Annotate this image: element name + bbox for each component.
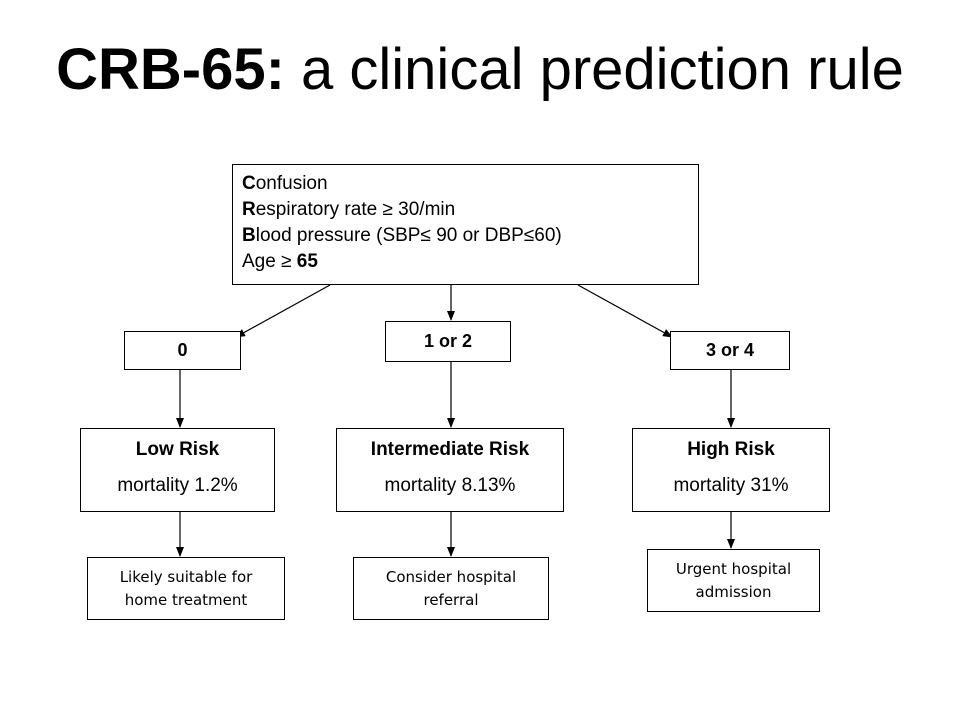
criterion-respiratory-rate: Respiratory rate ≥ 30/min [242, 197, 698, 223]
action-box-mid: Consider hospital referral [353, 557, 549, 620]
risk-label: Intermediate Risk [370, 439, 530, 460]
criterion-initial: B [242, 225, 256, 246]
title-bold: CRB-65: [56, 37, 285, 102]
risk-mortality: mortality 1.2% [117, 475, 238, 496]
arrow-criteria-to-high [577, 284, 673, 338]
risk-label: High Risk [687, 439, 775, 460]
score-box-high: 3 or 4 [670, 331, 790, 370]
action-line: admission [695, 582, 772, 601]
risk-mortality: mortality 8.13% [384, 475, 516, 496]
criterion-text: espiratory rate ≥ 30/min [255, 199, 456, 220]
criterion-text: Age ≥ [242, 251, 297, 272]
criterion-blood-pressure: Blood pressure (SBP≤ 90 or DBP≤60) [242, 223, 698, 249]
risk-label: Low Risk [135, 439, 220, 460]
action-line: Likely suitable for [119, 567, 253, 586]
criterion-age: Age ≥ 65 [242, 249, 698, 275]
action-box-low: Likely suitable for home treatment [87, 557, 285, 620]
risk-mortality: mortality 31% [673, 475, 789, 496]
arrow-criteria-to-low [235, 284, 331, 338]
criterion-confusion: Confusion [242, 171, 698, 197]
score-label: 1 or 2 [423, 331, 473, 351]
criterion-text: lood pressure (SBP≤ 90 or DBP≤60) [255, 225, 562, 246]
criterion-initial: R [242, 199, 256, 220]
action-line: home treatment [124, 590, 248, 609]
action-line: Urgent hospital [675, 559, 792, 578]
score-box-low: 0 [124, 331, 241, 370]
score-label: 0 [177, 340, 188, 360]
risk-box-mid: Intermediate Risk mortality 8.13% [336, 428, 564, 512]
score-box-mid: 1 or 2 [385, 321, 511, 362]
score-label: 3 or 4 [705, 340, 755, 360]
criteria-box: Confusion Respiratory rate ≥ 30/min Bloo… [232, 164, 699, 285]
criterion-initial: C [242, 173, 256, 194]
risk-box-low: Low Risk mortality 1.2% [80, 428, 275, 512]
criterion-age-value: 65 [296, 251, 318, 272]
action-line: referral [423, 590, 479, 609]
criterion-text: onfusion [255, 173, 328, 194]
action-box-high: Urgent hospital admission [647, 549, 820, 612]
title-rest: a clinical prediction rule [284, 37, 904, 102]
slide-title: CRB-65: a clinical prediction rule [0, 32, 960, 108]
action-line: Consider hospital [385, 567, 517, 586]
risk-box-high: High Risk mortality 31% [632, 428, 830, 512]
